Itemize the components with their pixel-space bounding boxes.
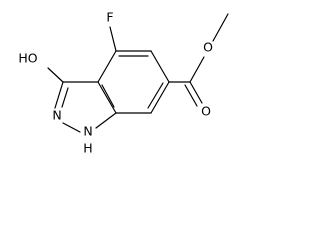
bond-c3a-c4: [97, 50, 117, 83]
molecule-structure: F HO N N H O O: [18, 10, 229, 156]
bond-c6-c7-inner: [147, 82, 164, 109]
bond-c5-c6: [150, 50, 170, 83]
bond-ester-carbonyl: [189, 81, 203, 104]
bond-ester-oxygen: [189, 56, 205, 83]
ring-nh-nitrogen-label: N: [83, 124, 92, 139]
bond-c7a-c3a-inner: [101, 84, 115, 108]
bond-n2-n1: [62, 122, 81, 133]
bond-c3-n2-double: [61, 87, 69, 108]
bond-methyl: [212, 13, 229, 42]
bond-ester-carbonyl-double: [184, 84, 198, 107]
carbonyl-oxygen-label: O: [201, 104, 211, 119]
bond-c6-c7: [150, 81, 170, 114]
ester-oxygen-label: O: [203, 40, 213, 55]
ring-nitrogen-label: N: [52, 108, 61, 123]
bond-c3-oh: [47, 67, 64, 83]
bond-n1-c7a: [95, 112, 117, 129]
bond-c4-f: [109, 26, 117, 52]
hydroxyl-label: HO: [18, 51, 37, 66]
bond-c3-n2: [54, 81, 64, 109]
structure-canvas: F HO N N H O O: [0, 0, 234, 161]
nh-hydrogen-label: H: [83, 141, 92, 156]
fluorine-label: F: [106, 10, 113, 25]
bond-c7a-c3a: [97, 81, 117, 114]
